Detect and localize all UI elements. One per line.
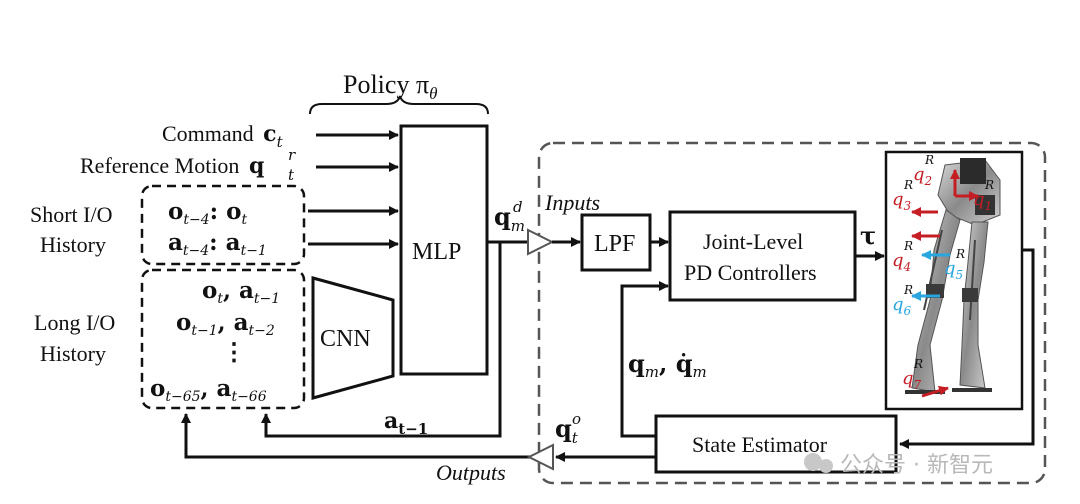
state-estimator-block <box>654 414 898 474</box>
cnn-block <box>311 276 395 400</box>
joint-arrows <box>911 169 979 398</box>
pd-label-line2: PD Controllers <box>684 260 817 285</box>
command-label: Command ct <box>162 121 284 151</box>
joint-label-q7: q7 <box>902 368 922 392</box>
state-estimator-label: State Estimator <box>692 432 828 457</box>
long-history-label: Long I/O <box>34 310 115 335</box>
lpf-label: LPF <box>594 231 635 257</box>
mlp-block <box>399 124 489 376</box>
joint-label-q6: q6 <box>892 294 912 318</box>
state-feedback-line <box>620 281 669 438</box>
long-history-box <box>140 268 306 410</box>
action-feedback-line <box>261 242 502 438</box>
lpf-block <box>580 213 652 272</box>
svg-text:公众号 · 新智元: 公众号 · 新智元 <box>840 453 993 478</box>
joint-sup-q5: R <box>955 247 965 261</box>
joint-label-q5: q5 <box>944 258 963 282</box>
joint-sup-q1: R <box>984 178 994 192</box>
action-feedback-label: at−1 <box>384 408 428 438</box>
outputs-port <box>526 443 554 471</box>
pd-label-line1: Joint-Level <box>703 229 803 254</box>
joint-label-q1: q1 <box>973 189 992 213</box>
qmd-label: qm <box>494 202 525 235</box>
policy-title: Policy πθ <box>343 70 437 103</box>
reference-motion-label: Reference Motion q <box>80 153 264 179</box>
watermark: 公众号 · 新智元 <box>804 453 993 478</box>
policy-brace <box>309 95 489 115</box>
long-history-row-3: ot−65, at−66 <box>150 375 267 405</box>
long-history-label-2: History <box>40 341 106 366</box>
joint-sup-q6: R <box>903 283 913 297</box>
qto-sup: o <box>572 410 581 428</box>
reference-sup: r <box>288 146 296 164</box>
qm-label: qm, q̇m <box>628 349 707 381</box>
joint-sup-q3: R <box>903 178 913 192</box>
joint-sup-q7: R <box>913 357 923 371</box>
torque-label: τ <box>860 221 876 250</box>
inputs-port <box>527 228 555 256</box>
robot-to-estimator-line <box>899 248 1035 449</box>
qmd-sup: d <box>513 198 523 216</box>
inputs-label: Inputs <box>544 190 600 215</box>
joint-label-q3: q3 <box>892 189 912 213</box>
cnn-label: CNN <box>320 326 371 352</box>
joint-sup-q4: R <box>903 239 913 253</box>
short-history-obs: ot−4: ot <box>168 198 247 228</box>
pd-controllers-block <box>668 210 857 302</box>
joint-label-q2: q2 <box>913 164 932 188</box>
joint-label-q4: q4 <box>892 250 911 274</box>
long-history-dots: ⋮ <box>222 337 246 366</box>
reference-sub: t <box>288 166 295 184</box>
mlp-label: MLP <box>412 239 461 265</box>
qto-label: qt <box>555 414 579 447</box>
short-history-act: at−4: at−1 <box>168 229 267 259</box>
long-history-row-1: ot, at−1 <box>202 277 280 307</box>
observation-feedback-line <box>181 413 530 459</box>
short-history-label: Short I/O <box>30 202 113 227</box>
short-history-label-2: History <box>40 232 106 257</box>
environment-box <box>537 141 1047 485</box>
short-history-box <box>140 184 306 266</box>
long-history-row-2: ot−1, at−2 <box>176 309 275 339</box>
joint-sup-q2: R <box>924 153 934 167</box>
outputs-label: Outputs <box>436 460 506 485</box>
